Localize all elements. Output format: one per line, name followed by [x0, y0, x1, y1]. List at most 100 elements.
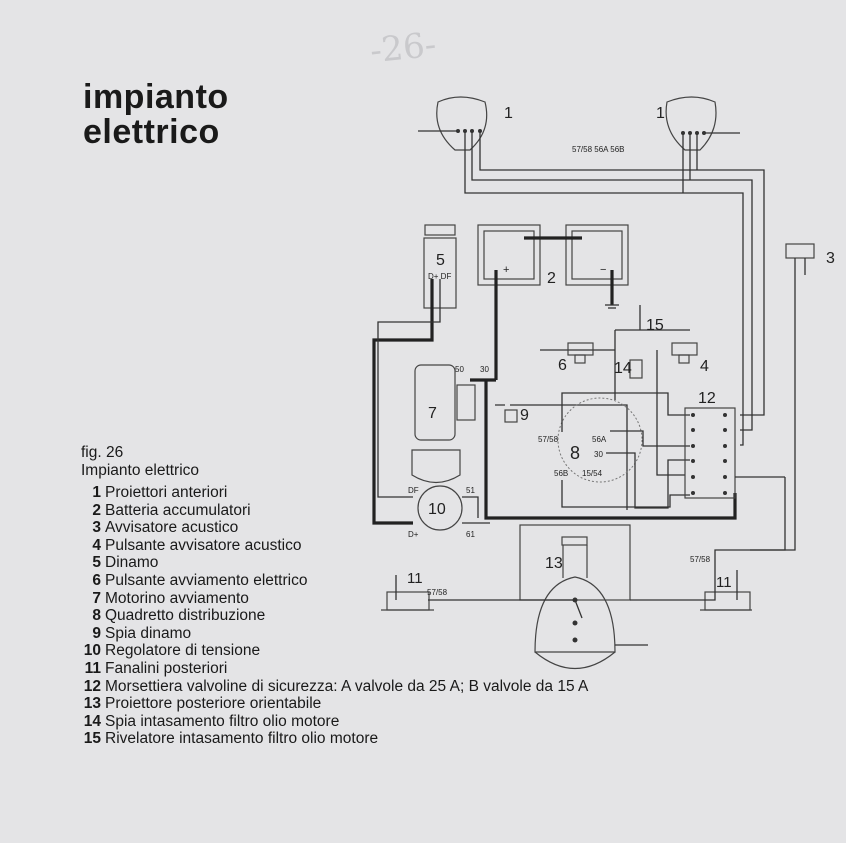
figure-caption: fig. 26 Impianto elettrico [81, 444, 199, 479]
panel-term-5758: 57/58 [538, 435, 559, 444]
legend-text: Morsettiera valvoline di sicurezza: A va… [105, 677, 589, 695]
reg-term-dplus: D+ [408, 530, 419, 539]
panel-term-56b: 56B [554, 469, 568, 478]
legend-text: Regolatore di tensione [105, 642, 261, 660]
distribution-panel [557, 397, 643, 483]
legend-text: Fanalini posteriori [105, 659, 228, 677]
headlight-wire-codes: 57/58 56A 56B [572, 145, 625, 154]
horn-button [671, 342, 698, 364]
headlight-left [418, 96, 488, 151]
label-14: 14 [614, 360, 632, 377]
legend-number: 3 [92, 519, 101, 537]
voltage-regulator [417, 485, 463, 531]
legend-number: 1 [92, 484, 101, 501]
reg-term-61: 61 [466, 530, 475, 539]
label-13: 13 [545, 555, 563, 572]
dynamo-lamp [504, 409, 518, 423]
battery [477, 224, 629, 380]
label-7: 7 [428, 405, 437, 422]
starter-term-30: 30 [480, 365, 489, 374]
legend-text: Quadretto distribuzione [105, 607, 266, 625]
fuse-box [684, 407, 736, 499]
tail-light-left [381, 575, 434, 611]
tail-right-term: 57/58 [690, 555, 711, 564]
label-10: 10 [428, 501, 446, 518]
rear-lamp [534, 536, 616, 670]
headlight-right [665, 96, 740, 151]
legend-text: Spia intasamento filtro olio motore [105, 712, 340, 730]
label-4: 4 [700, 358, 709, 375]
title-line-1: impianto [83, 78, 229, 116]
label-6: 6 [558, 357, 567, 374]
legend-text: Proiettore posteriore orientabile [105, 695, 322, 713]
label-2: 2 [547, 270, 556, 287]
legend-text: Batteria accumulatori [105, 501, 251, 519]
legend-text: Pulsante avvisatore acustico [105, 536, 302, 554]
panel-term-30: 30 [594, 450, 603, 459]
battery-minus: − [600, 264, 606, 276]
starter-button [567, 342, 594, 364]
legend-number: 6 [92, 571, 101, 589]
legend-number: 12 [83, 677, 101, 695]
label-11-left: 11 [407, 570, 423, 587]
title-line-2: elettrico [83, 113, 220, 151]
legend-number: 4 [92, 536, 101, 554]
legend-text: Motorino avviamento [105, 589, 249, 607]
legend-number: 5 [92, 554, 101, 572]
label-12: 12 [698, 390, 716, 407]
battery-plus: + [503, 264, 509, 276]
label-11-right: 11 [716, 574, 732, 591]
horn [785, 243, 815, 275]
page-title: impianto elettrico [83, 80, 229, 150]
legend-text: Rivelatore intasamento filtro olio motor… [105, 730, 379, 748]
figure-heading: Impianto elettrico [81, 461, 200, 479]
legend-number: 10 [83, 642, 101, 660]
legend-text: Proiettori anteriori [105, 484, 228, 501]
legend-number: 9 [92, 624, 101, 642]
rear-lamp-bracket [519, 524, 631, 601]
panel-term-1554: 15/54 [582, 469, 603, 478]
dynamo-terminals: D+ DF [428, 272, 451, 281]
label-1-right: 1 [656, 105, 665, 122]
legend-number: 2 [92, 501, 101, 519]
reg-term-51: 51 [466, 486, 475, 495]
tail-left-term: 57/58 [427, 588, 448, 597]
label-5: 5 [436, 252, 445, 269]
label-15: 15 [646, 317, 664, 334]
legend-text: Spia dinamo [105, 624, 192, 642]
starter-motor [411, 364, 476, 484]
tail-light-right [700, 570, 752, 611]
reg-term-df: DF [408, 486, 419, 495]
label-8: 8 [570, 443, 580, 463]
legend-text: Avvisatore acustico [105, 519, 239, 537]
starter-term-50: 50 [455, 365, 464, 374]
label-3: 3 [826, 250, 835, 267]
figure-number: fig. 26 [81, 444, 124, 461]
legend-number: 15 [83, 730, 101, 748]
legend-text: Pulsante avviamento elettrico [105, 571, 308, 589]
label-1-left: 1 [504, 105, 513, 122]
legend-number: 11 [84, 659, 101, 677]
oil-lamp [629, 359, 643, 379]
legend-number: 7 [92, 589, 101, 607]
legend-number: 14 [83, 712, 101, 730]
legend-text: Dinamo [105, 554, 159, 572]
legend-number: 8 [92, 607, 101, 625]
legend-number: 13 [83, 695, 101, 713]
